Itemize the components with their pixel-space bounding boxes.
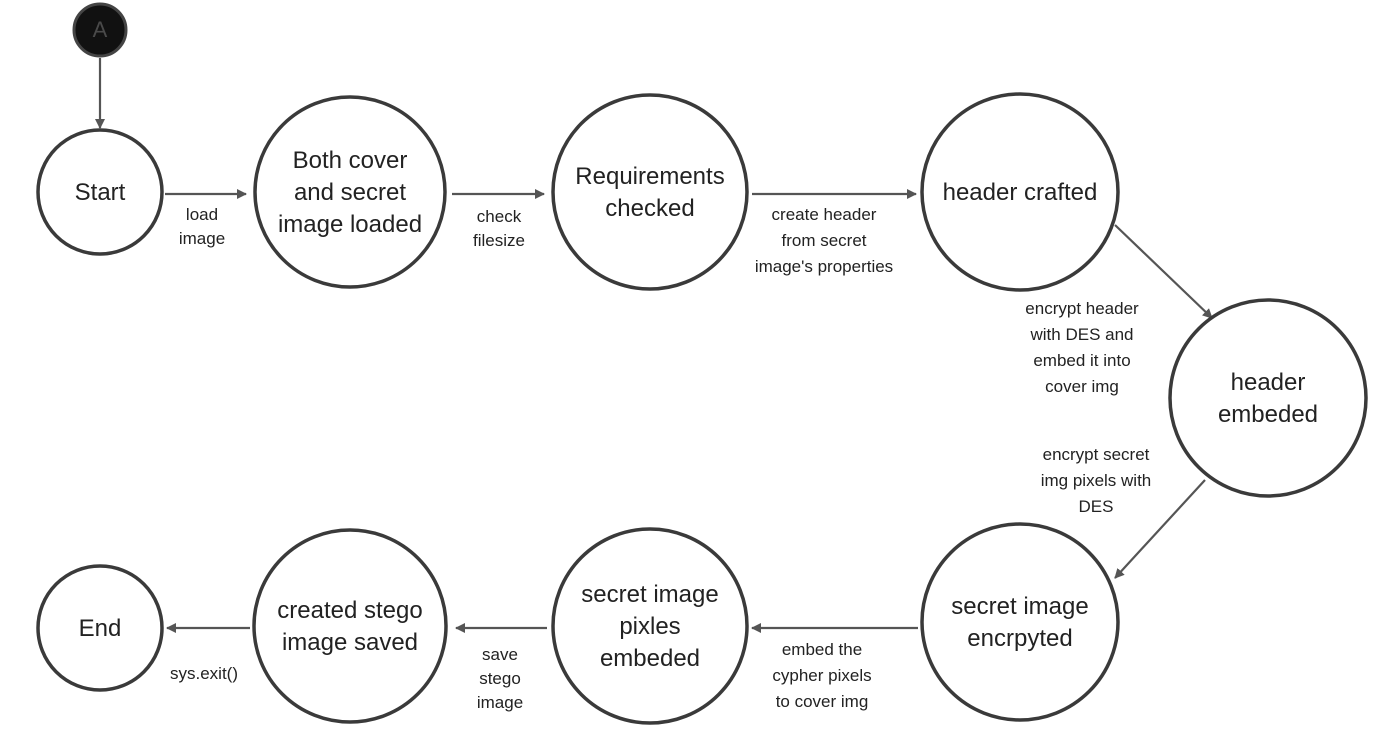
state-header-crafted: header crafted xyxy=(920,92,1120,292)
state-header-embeded: header embeded xyxy=(1168,298,1368,498)
state-label: Start xyxy=(75,179,126,206)
state-label-line: embeded xyxy=(600,645,700,672)
state-label-line: Start xyxy=(75,179,126,206)
transition-label-line: encrypt header xyxy=(1025,299,1139,318)
transition-label-line: check xyxy=(477,207,522,226)
transition-label-line: load xyxy=(186,205,218,224)
transition-label: check filesize xyxy=(473,207,525,250)
state-pixels-embeded: secret image pixles embeded xyxy=(551,527,749,725)
state-loaded: Both cover and secret image loaded xyxy=(253,95,447,289)
state-circle xyxy=(1168,298,1368,498)
transitions-layer: load image check filesize create header from … xyxy=(95,58,1213,712)
state-circle xyxy=(253,95,447,289)
transition-label-line: to cover img xyxy=(776,692,869,711)
transition-label-line: create header xyxy=(772,205,877,224)
state-label-line: End xyxy=(79,615,122,642)
transition-pixels-embeded-to-saved: save stego image xyxy=(455,623,547,712)
state-label-line: image loaded xyxy=(278,211,422,238)
transition-label: create header from secret image's properti… xyxy=(755,205,893,276)
state-label-line: embeded xyxy=(1218,401,1318,428)
state-circle xyxy=(920,522,1120,722)
initial-node-label: A xyxy=(93,17,108,42)
state-label-line: Both cover xyxy=(293,147,408,174)
state-checked: Requirements checked xyxy=(551,93,749,291)
state-label-line: encrpyted xyxy=(967,625,1072,652)
state-label-line: checked xyxy=(605,195,694,222)
state-label: secret image pixles embeded xyxy=(581,581,718,672)
transition-label-line: cover img xyxy=(1045,377,1119,396)
transition-label-line: embed it into xyxy=(1033,351,1130,370)
state-label-line: and secret xyxy=(294,179,406,206)
state-label-line: pixles xyxy=(619,613,680,640)
transition-label: encrypt header with DES and embed it into c… xyxy=(1025,299,1139,396)
transition-label: sys.exit() xyxy=(170,664,238,683)
transition-label-line: DES xyxy=(1079,497,1114,516)
state-circle xyxy=(920,92,1120,292)
transition-label: save stego image xyxy=(477,645,523,712)
transition-label-line: img pixels with xyxy=(1041,471,1152,490)
state-label: header embeded xyxy=(1218,369,1318,428)
transition-label: embed the cypher pixels to cover img xyxy=(772,640,871,711)
transition-arrow xyxy=(1114,479,1206,579)
state-label: End xyxy=(79,615,122,642)
state-circle xyxy=(36,564,164,692)
transition-label-line: sys.exit() xyxy=(170,664,238,683)
initial-node: A xyxy=(72,2,128,58)
transition-checked-to-header-crafted: create header from secret image's properti… xyxy=(752,189,917,276)
transition-arrow xyxy=(1114,224,1213,319)
state-label: Both cover and secret image loaded xyxy=(278,147,422,238)
transition-label-line: from secret xyxy=(781,231,866,250)
state-label-line: header crafted xyxy=(943,179,1098,206)
transition-label-line: image xyxy=(477,693,523,712)
transition-label-line: stego xyxy=(479,669,521,688)
transition-loaded-to-checked: check filesize xyxy=(452,189,545,250)
state-label-line: secret image xyxy=(951,593,1088,620)
state-saved: created stego image saved xyxy=(252,528,448,724)
state-circle xyxy=(551,93,749,291)
state-end: End xyxy=(36,564,164,692)
state-circle xyxy=(252,528,448,724)
state-label-line: created stego xyxy=(277,597,422,624)
transition-label: load image xyxy=(179,205,225,248)
state-label: created stego image saved xyxy=(277,597,422,656)
transition-label-line: embed the xyxy=(782,640,862,659)
state-encrypted: secret image encrpyted xyxy=(920,522,1120,722)
transition-saved-to-end: sys.exit() xyxy=(166,623,250,683)
state-label-line: header xyxy=(1231,369,1306,396)
state-label-line: image saved xyxy=(282,629,418,656)
transition-label-line: filesize xyxy=(473,231,525,250)
state-label-line: Requirements xyxy=(575,163,724,190)
state-circle xyxy=(36,128,164,256)
transition-encrypted-to-pixels-embeded: embed the cypher pixels to cover img xyxy=(751,623,918,711)
transition-start-to-loaded: load image xyxy=(165,189,247,248)
states-layer: Start Both cover and secret image loaded Req… xyxy=(36,92,1368,725)
state-label: Requirements checked xyxy=(575,163,724,222)
transition-label-line: image xyxy=(179,229,225,248)
transition-label-line: image's properties xyxy=(755,257,893,276)
transition-label-line: save xyxy=(482,645,518,664)
transition-label-line: cypher pixels xyxy=(772,666,871,685)
state-start: Start xyxy=(36,128,164,256)
state-label: header crafted xyxy=(943,179,1098,206)
state-label: secret image encrpyted xyxy=(951,593,1088,652)
transition-header-crafted-to-header-embeded: encrypt header with DES and embed it into c… xyxy=(1025,224,1213,396)
state-circle xyxy=(551,527,749,725)
transition-label-line: with DES and xyxy=(1030,325,1134,344)
transition-label-line: encrypt secret xyxy=(1043,445,1150,464)
state-label-line: secret image xyxy=(581,581,718,608)
